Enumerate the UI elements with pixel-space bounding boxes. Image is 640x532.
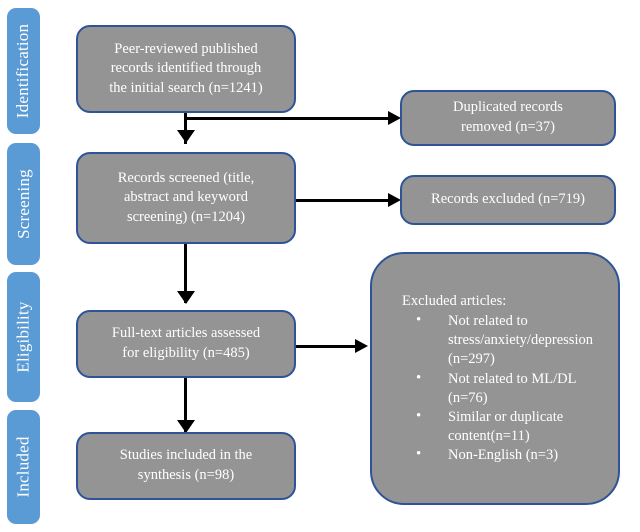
stage-tab-screening: Screening [7, 143, 40, 265]
line-2: for eligibility (n=485) [122, 345, 250, 361]
panel-excluded-articles: Excluded articles: Not related to stress… [370, 252, 620, 505]
line-2: records identified through [110, 60, 262, 77]
line-1: Studies included in the [119, 447, 253, 464]
list-item: Not related to stress/anxiety/depression… [402, 311, 604, 369]
box-duplicates-removed: Duplicated records removed (n=37) [400, 90, 616, 146]
connector-fulltext-to-excluded-panel-arrowhead [355, 339, 368, 353]
line-2: removed (n=37) [461, 119, 555, 135]
stage-tab-included: Included [7, 410, 40, 524]
box-records-identified: Peer-reviewed published records identifi… [76, 25, 296, 113]
box-studies-included: Studies included in the synthesis (n=98) [76, 432, 296, 500]
list-item: Not related to ML/DL (n=76) [402, 368, 604, 408]
connector-fulltext-to-excluded-panel-line [296, 345, 358, 348]
box-records-screened: Records screened (title, abstract and ke… [76, 152, 296, 244]
connector-identified-to-screened-line [184, 112, 187, 144]
stage-tab-screening-label: Screening [13, 169, 33, 239]
line-3: (n=297) [448, 351, 495, 368]
stage-tab-identification-label: Identification [13, 23, 33, 119]
connector-fulltext-to-included-line [184, 376, 187, 432]
line-1: Not related to ML/DL [448, 370, 577, 387]
line-2: abstract and keyword [123, 189, 248, 206]
line-1: Similar or duplicate [448, 408, 564, 425]
stage-tab-eligibility: Eligibility [7, 272, 40, 402]
line-3: screening) (n=1204) [126, 208, 246, 225]
stage-tab-identification: Identification [7, 8, 40, 134]
line-2: stress/anxiety/depression [448, 332, 593, 349]
box-records-identified-text: Peer-reviewed published records identifi… [88, 40, 284, 99]
line-2: synthesis (n=98) [137, 467, 235, 483]
line-2: (n=76) [448, 389, 488, 406]
connector-identified-to-duplicates-arrowhead [388, 111, 401, 125]
connector-screened-to-excluded-arrowhead [388, 193, 401, 207]
panel-excluded-articles-list: Not related to stress/anxiety/depression… [402, 311, 604, 465]
line-1: Not related to [448, 313, 528, 330]
list-item: Non-English (n=3) [402, 445, 604, 465]
connector-screened-to-fulltext-line [184, 243, 187, 303]
box-records-screened-text: Records screened (title, abstract and ke… [88, 169, 284, 228]
box-fulltext-assessed-text: Full-text articles assessed for eligibil… [88, 324, 284, 363]
line-1: Duplicated records [453, 99, 563, 116]
list-item: Similar or duplicate content(n=11) [402, 407, 604, 446]
box-records-excluded-text: Records excluded (n=719) [431, 191, 585, 208]
line-1: Non-English (n=3) [448, 447, 559, 463]
connector-identified-to-screened-arrowhead [177, 130, 195, 143]
line-1: Records screened (title, [117, 169, 255, 186]
connector-screened-to-excluded-line [296, 199, 392, 202]
line-1: Peer-reviewed published [114, 40, 258, 57]
box-duplicates-removed-text: Duplicated records removed (n=37) [412, 98, 604, 137]
stage-tab-eligibility-label: Eligibility [13, 301, 33, 373]
box-studies-included-text: Studies included in the synthesis (n=98) [88, 446, 284, 485]
stage-tab-included-label: Included [13, 436, 33, 498]
box-records-excluded: Records excluded (n=719) [400, 175, 616, 225]
connector-identified-to-duplicates-line [184, 117, 392, 120]
connector-screened-to-fulltext-arrowhead [177, 291, 195, 304]
line-1: Full-text articles assessed [111, 325, 261, 342]
panel-excluded-articles-title: Excluded articles: [402, 293, 507, 309]
line-2: content(n=11) [448, 427, 530, 444]
box-fulltext-assessed: Full-text articles assessed for eligibil… [76, 310, 296, 378]
line-3: the initial search (n=1241) [109, 79, 263, 96]
connector-fulltext-to-included-arrowhead [177, 420, 195, 433]
